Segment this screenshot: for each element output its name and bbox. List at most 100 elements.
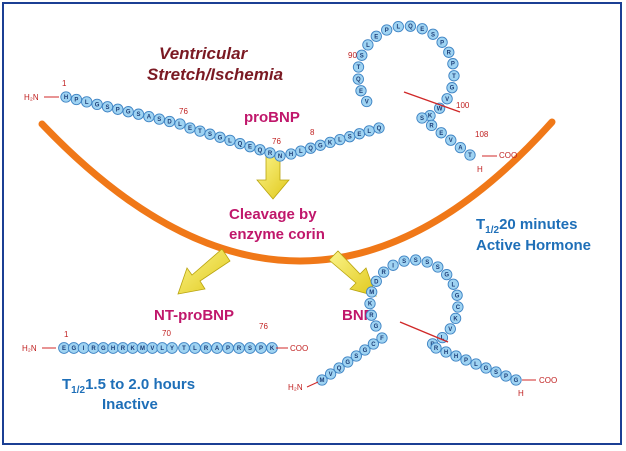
residue-bead: [356, 49, 368, 61]
residue-letter: T: [468, 153, 472, 159]
residue-letter: G: [218, 135, 223, 141]
residue-bead: [435, 127, 447, 139]
residue-letter: P: [440, 40, 444, 46]
residue-letter: S: [354, 354, 358, 360]
residue-bead: [350, 350, 362, 362]
residue-letter: V: [448, 327, 452, 333]
residue-bead: [365, 309, 378, 321]
residue-letter: V: [150, 346, 154, 352]
bnp-peptide-chain: MVQGSGCFGRKMDRISSSSGLGCKVLRRHHPLGSPG: [316, 254, 522, 386]
residue-letter: M: [369, 290, 374, 296]
residue-bead: [112, 103, 124, 115]
residue-letter: G: [318, 143, 323, 149]
residue-bead: [60, 91, 72, 103]
down-arrow: [256, 155, 290, 200]
residue-letter: T: [182, 346, 186, 352]
residue-letter: H: [64, 95, 68, 101]
residue-letter: Q: [408, 24, 413, 30]
residue-bead: [214, 131, 226, 143]
ntprobnp-label: NT-proBNP: [154, 307, 234, 324]
residue-bead: [436, 36, 448, 48]
bnp-halflife-line-2: Active Hormone: [476, 237, 591, 254]
residue-bead: [441, 93, 453, 105]
residue-bead: [421, 256, 433, 268]
residue-bead: [480, 362, 492, 374]
residue-letter: S: [420, 116, 424, 122]
residue-bead: [448, 70, 460, 82]
residue-letter: E: [62, 346, 66, 352]
residue-bead: [122, 106, 134, 118]
residue-bead: [254, 144, 266, 156]
residue-bead: [370, 30, 382, 42]
ntprobnp-n-terminus: H₂N: [22, 344, 37, 353]
probnp-disulfide-bond: [403, 91, 461, 113]
bnp-c-terminus-h: H: [518, 389, 524, 398]
residue-bead: [398, 255, 410, 267]
residue-letter: P: [116, 107, 120, 113]
residue-bead: [404, 20, 417, 32]
residue-letter: F: [380, 336, 384, 342]
residue-letter: G: [484, 366, 489, 372]
residue-letter: P: [385, 28, 389, 34]
residue-letter: E: [357, 132, 361, 138]
residue-letter: G: [450, 86, 455, 92]
residue-letter: L: [474, 362, 478, 368]
ntprobnp-residue-1: 1: [64, 330, 69, 339]
residue-letter: K: [270, 346, 275, 352]
residue-bead: [359, 344, 371, 356]
residue-letter: S: [136, 112, 140, 118]
residue-bead: [194, 125, 206, 137]
residue-letter: M: [320, 378, 325, 384]
residue-letter: I: [392, 263, 394, 269]
nt-halflife-line-1: T1/21.5 to 2.0 hours: [62, 376, 195, 396]
residue-letter: D: [167, 120, 172, 126]
bnp-cleavage-diagram: Ventricular Stretch/Ischemia proBNP Clea…: [22, 20, 591, 413]
residue-bead: [264, 147, 276, 159]
nt-halflife-line-2: Inactive: [102, 396, 158, 413]
residue-letter: L: [396, 25, 400, 31]
residue-letter: I: [83, 346, 85, 352]
residue-letter: H: [289, 152, 293, 158]
residue-bead: [91, 98, 103, 111]
residue-letter: L: [441, 336, 445, 342]
residue-bead: [361, 95, 373, 108]
residue-letter: S: [360, 53, 364, 59]
residue-bead: [392, 20, 404, 33]
residue-letter: L: [193, 346, 197, 352]
bnp-disulfide-bond: [399, 321, 449, 343]
residue-letter: P: [464, 358, 468, 364]
residue-letter: H: [111, 346, 115, 352]
residue-letter: R: [121, 346, 126, 352]
residue-letter: L: [160, 346, 164, 352]
residue-letter: Q: [258, 148, 263, 154]
residue-bead: [224, 134, 236, 147]
residue-bead: [430, 342, 442, 354]
residue-bead: [446, 82, 458, 94]
residue-letter: K: [428, 114, 433, 120]
residue-letter: A: [215, 346, 220, 352]
residue-letter: Q: [377, 126, 382, 132]
probnp-n-terminus: H₂N: [24, 93, 39, 102]
residue-letter: Y: [170, 346, 174, 352]
residue-letter: G: [514, 378, 519, 384]
residue-letter: P: [74, 98, 78, 104]
residue-letter: E: [374, 34, 378, 40]
residue-bead: [366, 286, 378, 298]
residue-letter: R: [91, 346, 96, 352]
residue-letter: S: [248, 346, 252, 352]
residue-letter: V: [365, 100, 369, 106]
bnp-label: BNP: [342, 307, 374, 324]
ntprobnp-residue-70: 70: [162, 329, 171, 338]
residue-bead: [490, 366, 502, 378]
residue-letter: G: [71, 346, 76, 352]
residue-bead: [447, 58, 459, 70]
residue-bead: [441, 268, 453, 281]
diagram-frame: Ventricular Stretch/Ischemia proBNP Clea…: [2, 2, 622, 445]
residue-bead: [352, 73, 364, 85]
residue-letter: R: [434, 346, 439, 352]
residue-bead: [425, 119, 438, 132]
residue-bead: [364, 297, 376, 310]
residue-letter: L: [367, 129, 371, 135]
residue-letter: T: [452, 74, 456, 80]
